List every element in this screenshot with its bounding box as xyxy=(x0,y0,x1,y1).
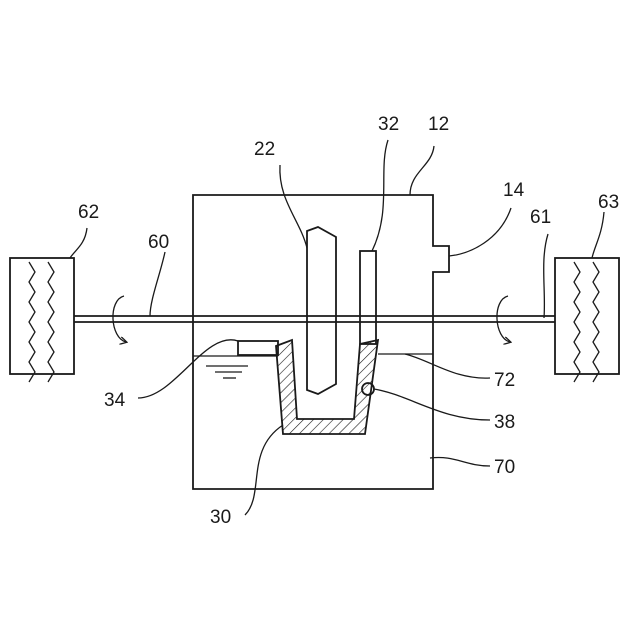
wheel-right xyxy=(555,258,619,382)
label-wheel-right: 63 xyxy=(598,192,619,213)
rotation-arrow-left xyxy=(113,296,126,342)
label-shaft-right: 61 xyxy=(530,207,551,228)
label-vent: 14 xyxy=(503,180,525,201)
label-wheel-left: 62 xyxy=(78,202,99,223)
wheel-left xyxy=(10,258,74,382)
label-float-block: 34 xyxy=(104,390,126,411)
label-shaft-left: 60 xyxy=(148,232,169,253)
label-fluid-chamber: 70 xyxy=(494,457,515,478)
label-pivot: 38 xyxy=(494,412,515,433)
label-housing: 12 xyxy=(428,114,449,135)
rotor-disc xyxy=(307,227,336,394)
housing xyxy=(193,195,449,489)
rotation-arrow-right xyxy=(497,296,510,342)
water-ripples xyxy=(206,366,248,378)
label-tray-wall: 32 xyxy=(378,114,399,135)
tray-wall xyxy=(360,251,376,344)
label-rotor-disc: 22 xyxy=(254,139,275,160)
label-fluid-level: 72 xyxy=(494,370,515,391)
float-block xyxy=(238,341,278,355)
shaft xyxy=(74,316,555,322)
label-tray: 30 xyxy=(210,507,231,528)
